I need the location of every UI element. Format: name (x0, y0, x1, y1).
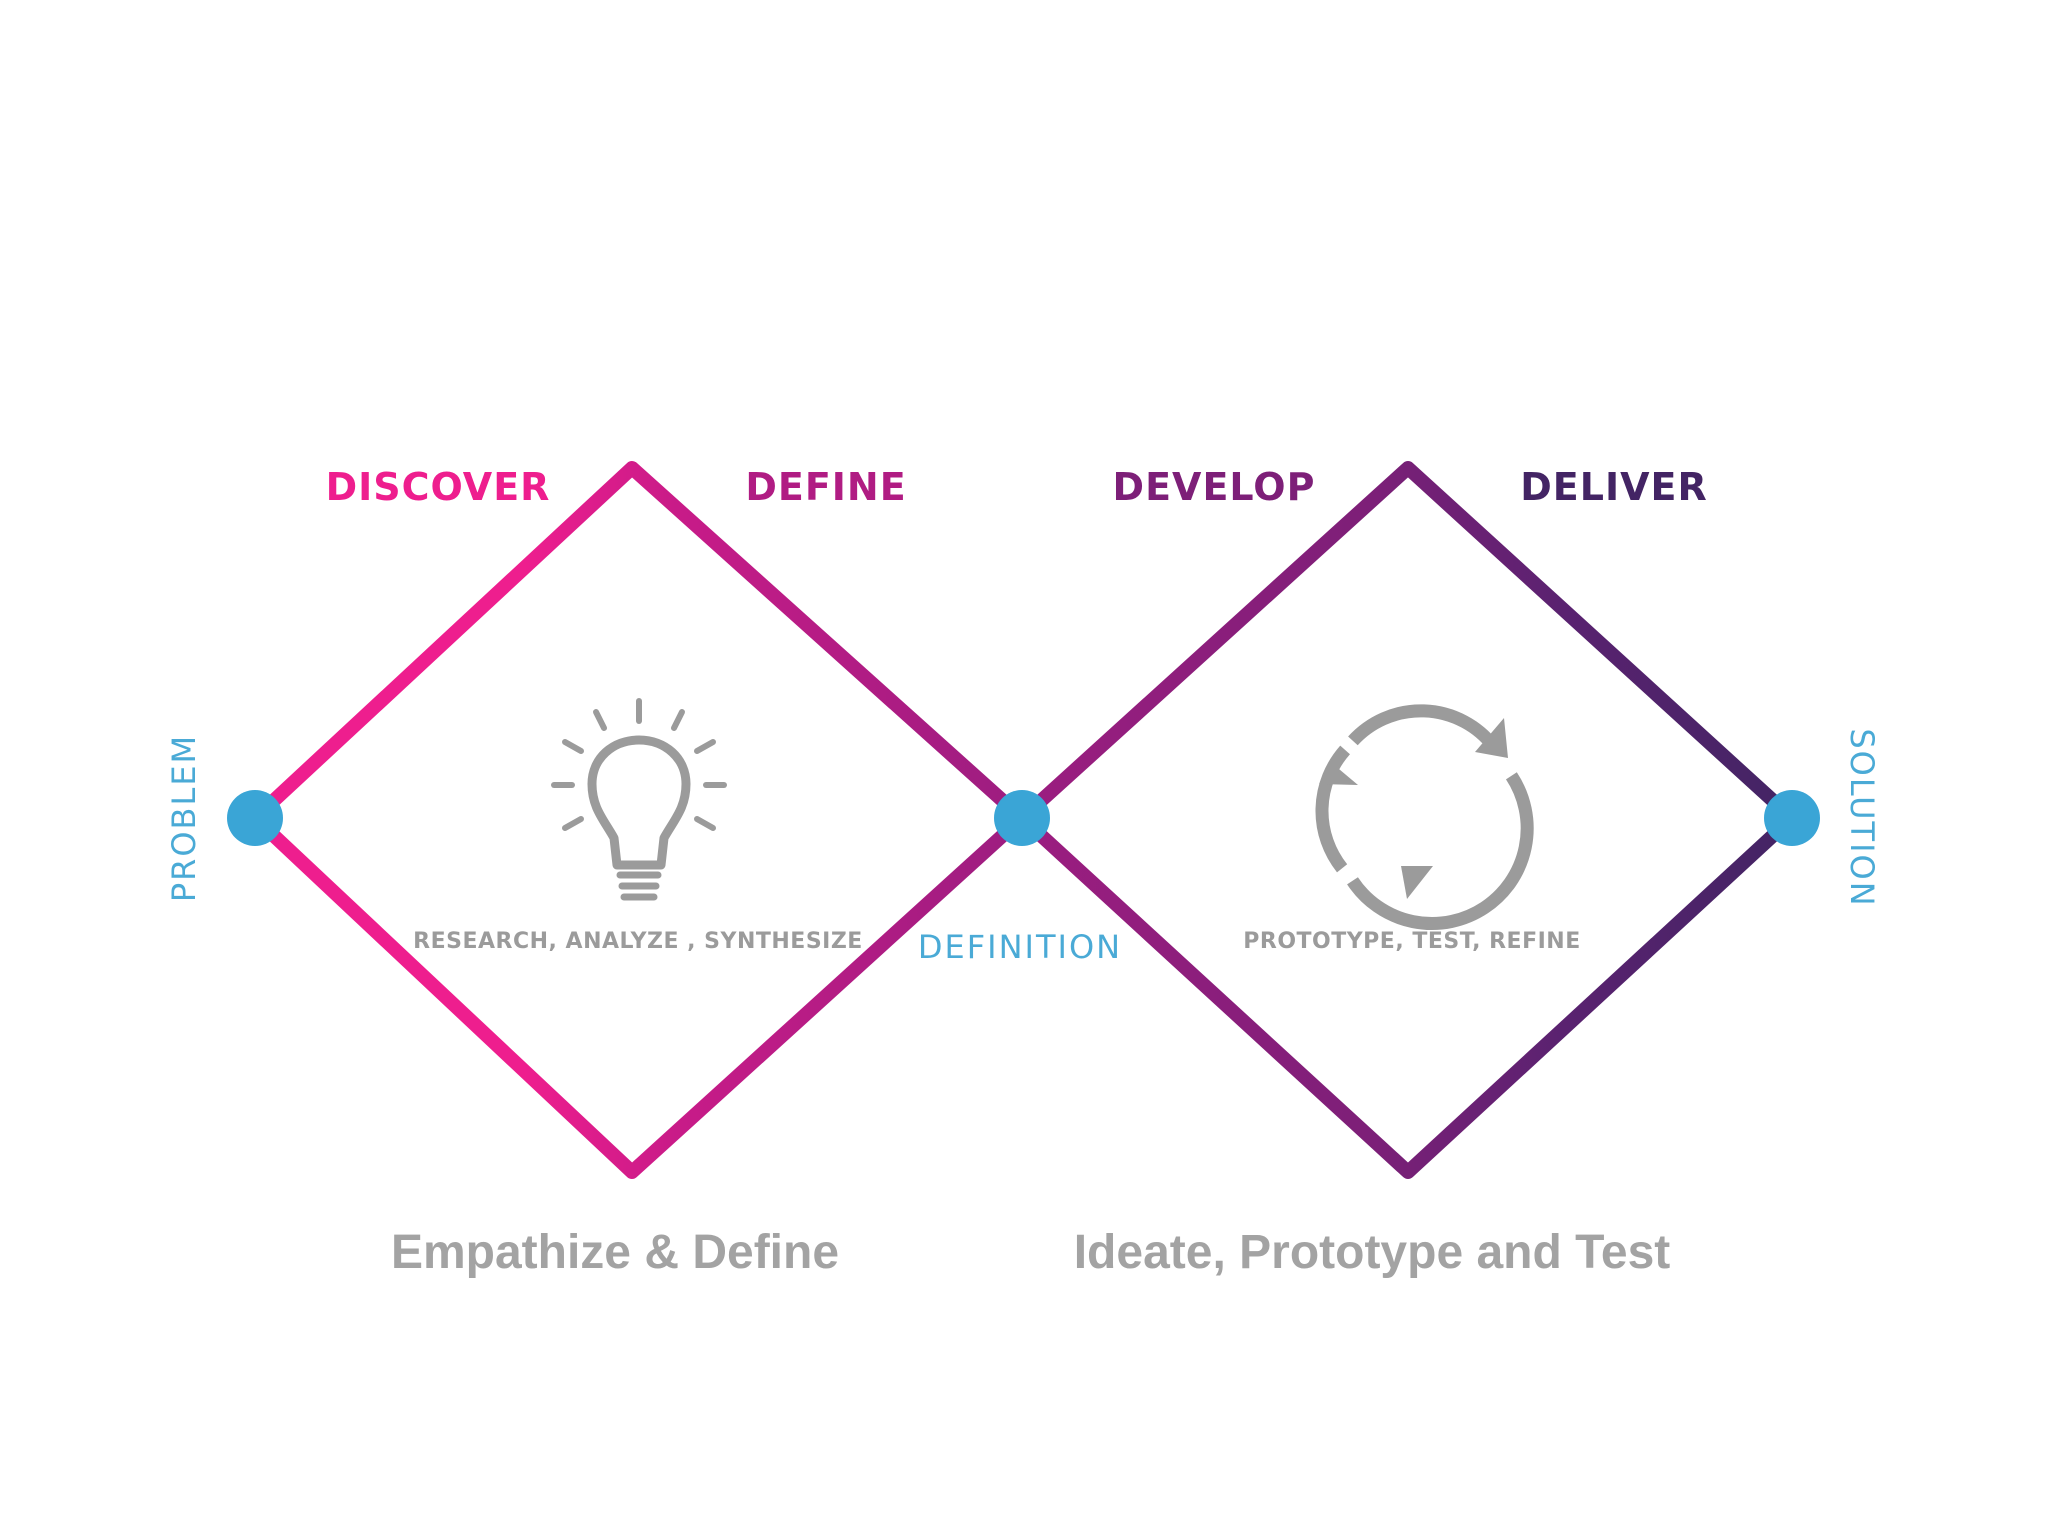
phase-label-discover: DISCOVER (326, 465, 551, 509)
refresh-cycle-icon (1315, 704, 1534, 930)
phase-label-deliver: DELIVER (1520, 465, 1707, 509)
phase-label-develop: DEVELOP (1113, 465, 1316, 509)
problem-label: PROBLEM (165, 734, 203, 902)
definition-node (994, 790, 1050, 846)
discover-define-diamond (248, 461, 1029, 1179)
develop-deliver-diamond (1015, 461, 1799, 1179)
activity-label-second: PROTOTYPE, TEST, REFINE (1243, 929, 1580, 954)
phase-label-define: DEFINE (745, 465, 906, 509)
lightbulb-icon (551, 698, 727, 901)
definition-label: DEFINITION (918, 928, 1122, 966)
solution-label: SOLUTION (1843, 728, 1881, 907)
caption-ideate-prototype-test: Ideate, Prototype and Test (1074, 1226, 1671, 1279)
activity-label-first: RESEARCH, ANALYZE , SYNTHESIZE (413, 929, 863, 954)
caption-empathize-define: Empathize & Define (391, 1226, 839, 1279)
problem-node (227, 790, 283, 846)
solution-node (1764, 790, 1820, 846)
